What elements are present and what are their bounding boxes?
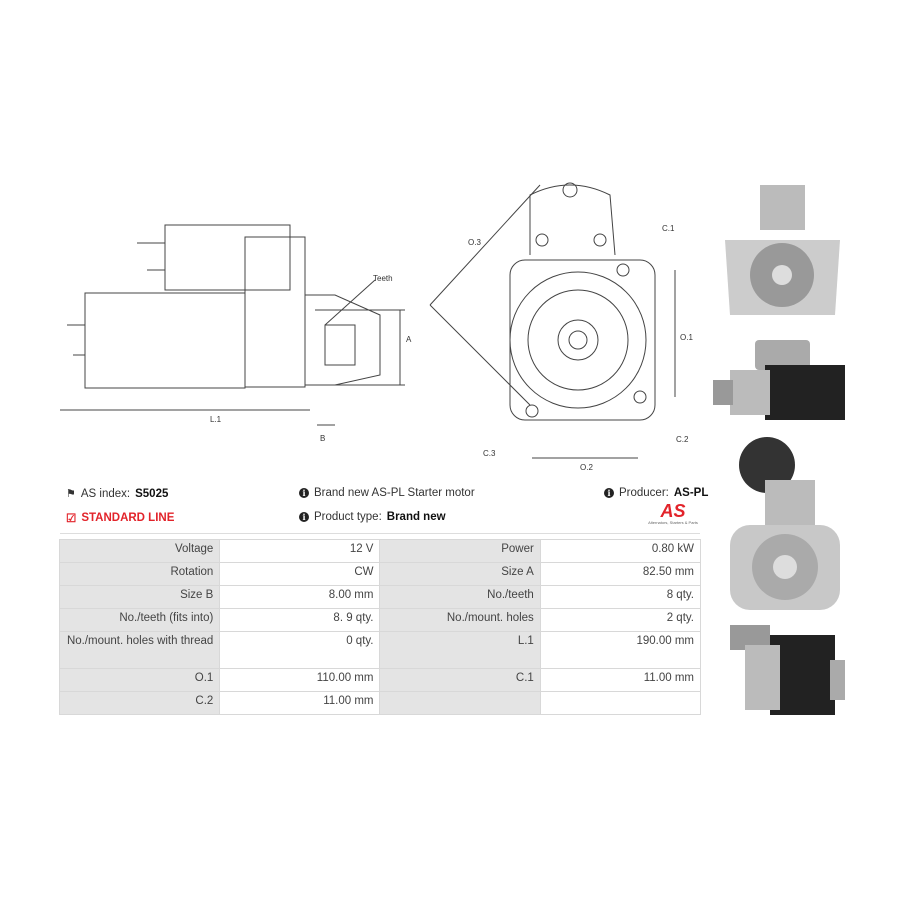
product-photo-side[interactable]	[710, 330, 845, 425]
label-o3: O.3	[468, 238, 481, 247]
spec-value: 12 V	[219, 539, 381, 563]
as-index: ⚑ AS index: S5025	[66, 487, 169, 501]
product-type: i Product type: Brand new	[299, 511, 446, 523]
side-view-drawing	[60, 224, 405, 426]
description-text: Brand new AS-PL Starter motor	[314, 487, 475, 499]
info-icon: i	[299, 488, 309, 498]
spec-label: Voltage	[58, 539, 221, 563]
spec-value: 11.00 mm	[539, 668, 702, 692]
producer: i Producer: AS-PL	[604, 487, 708, 499]
spec-value: 8. 9 qty.	[219, 608, 381, 632]
spec-value: 8 qty.	[539, 585, 702, 609]
label-l1: L.1	[210, 415, 222, 424]
spec-value	[539, 691, 702, 715]
spec-value: 11.00 mm	[219, 691, 381, 715]
label-b: B	[320, 434, 326, 443]
spec-label: Power	[379, 539, 541, 563]
info-icon: i	[604, 488, 614, 498]
divider	[60, 533, 700, 534]
logo-tagline: Alternators, Starters & Parts	[648, 520, 698, 525]
spec-label: L.1	[379, 631, 541, 669]
spec-value: 8.00 mm	[219, 585, 381, 609]
spec-label: Size A	[379, 562, 541, 586]
description: i Brand new AS-PL Starter motor	[299, 487, 475, 499]
label-a: A	[406, 335, 412, 344]
spec-value: 0 qty.	[219, 631, 381, 669]
label-o2: O.2	[580, 463, 593, 472]
standard-line: ☑ STANDARD LINE	[66, 511, 174, 525]
as-pl-logo: AS Alternators, Starters & Parts	[640, 502, 706, 525]
spec-value: 110.00 mm	[219, 668, 381, 692]
spec-value: 82.50 mm	[539, 562, 702, 586]
label-o1: O.1	[680, 333, 693, 342]
spec-label	[379, 691, 541, 715]
spec-value: 0.80 kW	[539, 539, 702, 563]
label-teeth: Teeth	[373, 274, 393, 283]
label-c1: C.1	[662, 224, 675, 233]
product-type-label: Product type:	[314, 511, 382, 523]
spec-label: Rotation	[58, 562, 221, 586]
logo-text: AS	[660, 501, 686, 521]
product-photo-rear[interactable]	[725, 430, 850, 615]
spec-label: No./teeth	[379, 585, 541, 609]
table-row: No./teeth (fits into)8. 9 qty.No./mount.…	[58, 608, 702, 632]
producer-value: AS-PL	[673, 487, 709, 499]
product-type-value: Brand new	[386, 511, 446, 523]
as-index-value: S5025	[135, 487, 169, 500]
checkbox-icon: ☑	[66, 513, 77, 525]
label-c3: C.3	[483, 449, 496, 458]
label-c2: C.2	[676, 435, 689, 444]
spec-label: O.1	[58, 668, 221, 692]
spec-label: No./teeth (fits into)	[58, 608, 221, 632]
producer-label: Producer:	[619, 487, 669, 499]
info-icon: i	[299, 512, 309, 522]
spec-label: C.2	[58, 691, 221, 715]
product-photo-front[interactable]	[720, 180, 845, 325]
spec-label: No./mount. holes	[379, 608, 541, 632]
standard-line-label: STANDARD LINE	[81, 512, 175, 524]
spec-value: 2 qty.	[539, 608, 702, 632]
spec-label: No./mount. holes with thread	[58, 631, 221, 669]
spec-label: C.1	[379, 668, 541, 692]
spec-value: 190.00 mm	[539, 631, 702, 669]
tag-icon: ⚑	[66, 488, 76, 500]
as-index-label: AS index:	[80, 487, 131, 500]
product-photo-top[interactable]	[725, 620, 850, 720]
spec-label: Size B	[58, 585, 221, 609]
front-view-drawing	[429, 182, 676, 459]
spec-value: CW	[219, 562, 381, 586]
